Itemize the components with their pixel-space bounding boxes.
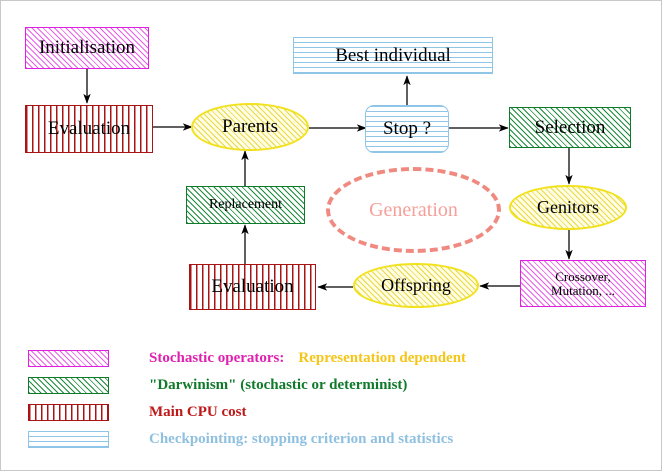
node-parents[interactable]: Parents <box>191 103 309 151</box>
node-selection[interactable]: Selection <box>509 107 631 148</box>
legend-label-checkpointing: Checkpointing: stopping criterion and st… <box>149 431 454 447</box>
legend-swatch-red-vertical-hatch-icon <box>28 404 109 421</box>
legend-accent-representation-dependent: Representation dependent <box>298 350 467 366</box>
legend-row-main-cpu-cost: Main CPU cost <box>28 399 628 426</box>
node-evaluation-top-label: Evaluation <box>47 118 131 140</box>
legend-swatch-green-diagonal-hatch-icon <box>28 377 109 394</box>
legend-label-darwinism: "Darwinism" (stochastic or determinist) <box>149 377 408 393</box>
node-genitors[interactable]: Genitors <box>509 185 627 230</box>
legend-swatch-magenta-diagonal-hatch-icon <box>28 350 109 367</box>
node-crossover-mutation-label: Crossover, Mutation, ... <box>551 268 615 298</box>
node-stop[interactable]: Stop ? <box>365 105 449 153</box>
node-evaluation-bottom-label: Evaluation <box>211 276 294 298</box>
node-generation-label: Generation <box>369 198 458 221</box>
legend: Stochastic operators: Representation depe… <box>28 345 628 453</box>
node-initialisation[interactable]: Initialisation <box>25 27 149 69</box>
legend-swatch-blue-horizontal-hatch-icon <box>28 431 109 448</box>
node-genitors-label: Genitors <box>537 197 599 218</box>
node-selection-label: Selection <box>534 116 606 138</box>
legend-label-main-cpu-cost: Main CPU cost <box>149 404 247 420</box>
node-stop-label: Stop ? <box>382 118 432 140</box>
node-best-individual-label: Best individual <box>335 44 451 66</box>
legend-text-checkpointing: Checkpointing: stopping criterion and st… <box>149 431 453 448</box>
node-offspring-label: Offspring <box>381 275 451 296</box>
node-crossover-mutation[interactable]: Crossover, Mutation, ... <box>520 260 646 307</box>
legend-row-stochastic-operator: Stochastic operators: Representation depe… <box>28 345 628 372</box>
node-initialisation-label: Initialisation <box>38 37 136 59</box>
node-evaluation-bottom[interactable]: Evaluation <box>189 264 316 310</box>
node-parents-label: Parents <box>222 116 278 138</box>
node-generation-ring: Generation <box>326 167 501 253</box>
legend-row-darwinism: "Darwinism" (stochastic or determinist) <box>28 372 628 399</box>
legend-label-stochastic-operator: Stochastic operators: <box>149 350 285 366</box>
node-replacement[interactable]: Replacement <box>186 186 305 224</box>
legend-text-main-cpu-cost: Main CPU cost <box>149 404 247 421</box>
legend-text-stochastic-operator: Stochastic operators: Representation depe… <box>149 350 466 367</box>
node-evaluation-top[interactable]: Evaluation <box>25 105 153 153</box>
legend-row-checkpointing: Checkpointing: stopping criterion and st… <box>28 426 628 453</box>
node-offspring[interactable]: Offspring <box>353 263 479 308</box>
node-replacement-label: Replacement <box>208 196 283 212</box>
legend-text-darwinism: "Darwinism" (stochastic or determinist) <box>149 377 407 394</box>
node-best-individual[interactable]: Best individual <box>293 37 493 74</box>
